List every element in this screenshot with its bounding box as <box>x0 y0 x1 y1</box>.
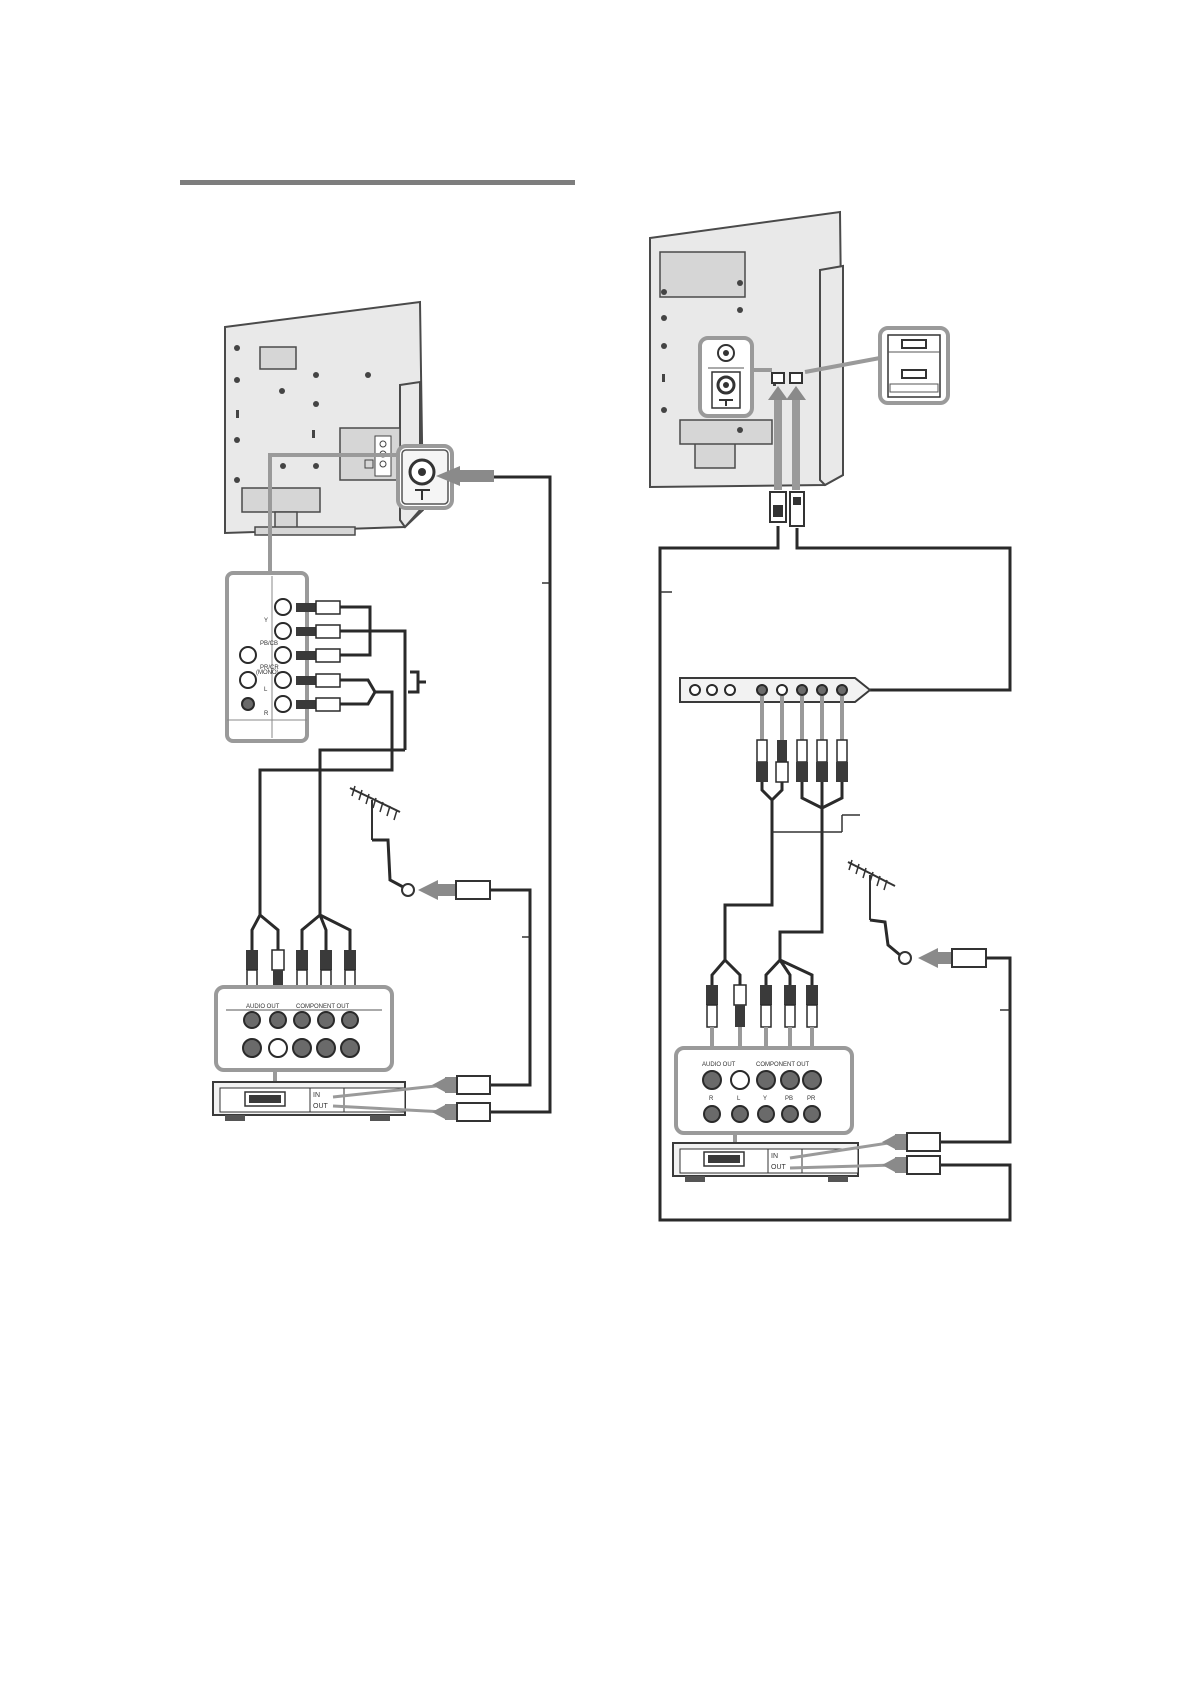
arrow-icon <box>918 948 938 968</box>
vcr-out-label: OUT <box>313 1103 329 1110</box>
arrow-icon <box>882 1135 895 1149</box>
left-coax-plugs <box>432 1075 491 1122</box>
panel-jack-audio-l[interactable] <box>274 671 292 689</box>
panel-jack-pb[interactable] <box>274 622 292 640</box>
arrow-icon <box>432 1105 445 1119</box>
right-connection-diagram: AUDIO OUT COMPONENT OUT R L Y PB PR IN O… <box>649 210 1012 1222</box>
right-device-label-l: L <box>737 1096 741 1102</box>
device-label-audio-out: AUDIO OUT <box>246 1004 280 1010</box>
right-device-label-r: R <box>709 1096 714 1102</box>
panel-label-mono: (MONO) <box>256 670 279 676</box>
right-tv-input-arrows <box>768 386 806 527</box>
right-vcr-in-label: IN <box>771 1153 778 1160</box>
left-connection-diagram: Y PB/CB PR/CR L R (MONO) <box>212 300 552 1122</box>
panel-label-l: L <box>264 687 268 693</box>
right-settop-rca-plugs <box>723 696 860 960</box>
arrow-icon <box>418 880 438 900</box>
left-antenna-icon <box>349 785 415 897</box>
panel-jack-y[interactable] <box>274 598 292 616</box>
hdmi-input-port[interactable] <box>901 339 927 349</box>
left-tv-rear <box>224 300 425 536</box>
vcr-in-label: IN <box>313 1092 320 1099</box>
right-tv-antenna-callout <box>698 336 754 418</box>
panel-jack-audio-r[interactable] <box>274 695 292 713</box>
panel-label-pb: PB/CB <box>260 641 278 647</box>
panel-label-r: R <box>264 711 269 717</box>
right-vcr-out-label: OUT <box>771 1164 787 1171</box>
right-antenna-icon <box>847 859 912 965</box>
right-device-label-pb: PB <box>785 1096 793 1102</box>
arrow-icon <box>768 386 788 400</box>
panel-jack-pr[interactable] <box>274 646 292 664</box>
right-device-label-pr: PR <box>807 1096 816 1102</box>
section-heading-rule <box>180 180 575 185</box>
arrow-icon <box>436 466 460 486</box>
right-hdmi-callout <box>878 326 950 405</box>
left-antenna-jack-callout[interactable] <box>396 444 494 510</box>
arrow-icon <box>786 386 806 400</box>
right-coax-plugs <box>882 1132 941 1175</box>
left-tv-component-panel: Y PB/CB PR/CR L R (MONO) <box>225 571 309 743</box>
right-device-label-y: Y <box>763 1096 767 1102</box>
right-device-label-audio-out: AUDIO OUT <box>702 1062 736 1068</box>
right-device-label-component-out: COMPONENT OUT <box>756 1062 810 1068</box>
panel-label-y: Y <box>264 618 268 624</box>
left-panel-rca-plugs <box>296 600 341 712</box>
left-device-output-panel: AUDIO OUT COMPONENT OUT <box>214 985 394 1082</box>
left-vcr-device: IN OUT <box>212 1081 446 1121</box>
panel-label-pr: PR/CR <box>260 665 279 671</box>
device-label-component-out: COMPONENT OUT <box>296 1004 350 1010</box>
arrow-icon <box>432 1078 445 1092</box>
arrow-icon <box>882 1158 895 1172</box>
right-vcr-device: IN OUT <box>672 1140 896 1182</box>
right-device-output-panel: AUDIO OUT COMPONENT OUT R L Y PB PR <box>674 1046 854 1143</box>
